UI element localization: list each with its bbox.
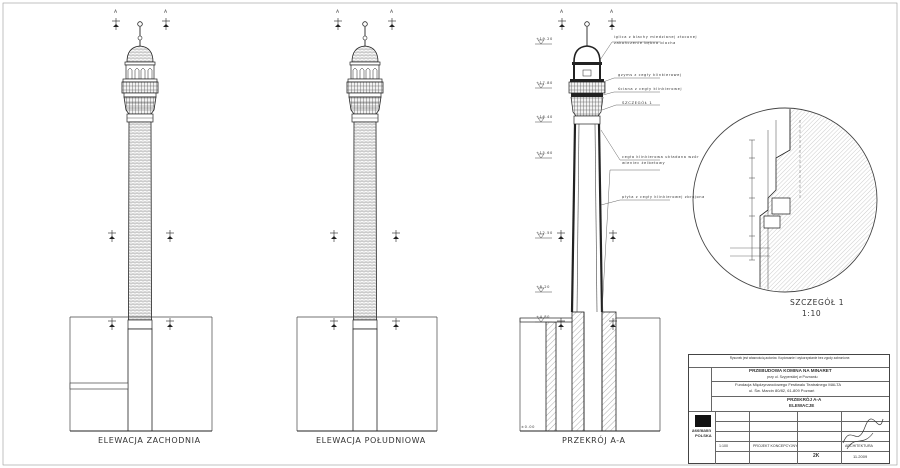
section-mark-letter: A <box>114 10 118 15</box>
design-branch: ARCHITEKTURA <box>845 444 873 448</box>
section-mark-letter: A <box>336 10 340 15</box>
level-marker: +19.20 <box>536 37 553 41</box>
south-elevation <box>296 17 438 432</box>
section-mark-letter: A <box>390 10 394 15</box>
level-marker: +15.60 <box>536 151 553 155</box>
section-mark-letter: A <box>560 10 564 15</box>
investor-name: Fundacja Międzynarodowego Festiwalu Teat… <box>735 382 842 387</box>
drawing-scale: 1:100 <box>719 444 728 448</box>
west-elevation <box>69 17 213 432</box>
level-marker: +16.40 <box>536 115 553 119</box>
west-elevation-label: ELEWACJA ZACHODNIA <box>98 436 201 445</box>
section-note: ściana z cegły klinkierowej <box>618 87 683 91</box>
project-name: PRZEBUDOWA KOMINA NA MINARET <box>749 368 832 373</box>
section-label: PRZEKRÓJ A-A <box>562 436 626 445</box>
section-note: cegła klinkierowa układana wzór <box>622 155 700 159</box>
drawing-title-1: PRZEKRÓJ A-A <box>787 397 822 402</box>
title-block-disclaimer: Rysunek jest własnością autorów. Kopiowa… <box>729 356 851 360</box>
level-marker: +8.20 <box>536 285 551 289</box>
section-a-a <box>519 17 670 432</box>
detail-1-circle <box>692 107 878 293</box>
drawing-number: 2K <box>813 453 820 459</box>
project-location: przy ul. Szyperskiej w Poznaniu <box>767 375 818 379</box>
company-name: assmann <box>692 428 712 433</box>
section-note: zakończenie bębna blacha <box>614 41 676 45</box>
company-country: POLSKA <box>695 433 712 438</box>
section-note: SZCZEGÓŁ 1 <box>622 100 653 105</box>
drawing-title-2: ELEWACJE <box>789 403 815 408</box>
section-note: gzyms z cegły klinkierowej <box>618 73 682 77</box>
detail-title: SZCZEGÓŁ 1 <box>790 298 845 307</box>
level-marker: +12.50 <box>536 231 553 235</box>
design-phase: PROJEKT KONCEPCYJNY <box>753 444 798 448</box>
section-note: płyta z cegły klinkierowej zbrojona <box>622 195 705 199</box>
signature-marks <box>842 418 884 450</box>
level-marker: +17.80 <box>536 81 553 85</box>
detail-scale: 1:10 <box>802 309 822 318</box>
section-mark-letter: A <box>610 10 614 15</box>
drawing-date: 11.2009 <box>853 454 868 459</box>
title-block: Rysunek jest własnością autorów. Kopiowa… <box>688 354 890 464</box>
section-note: iglica z blachy miedzianej złoconej <box>614 35 698 39</box>
level-marker: +4.80 <box>536 315 551 319</box>
investor-address: ul. Św. Marcin 80/82, 61-809 Poznań <box>749 388 815 393</box>
south-elevation-label: ELEWACJA POŁUDNIOWA <box>316 436 426 445</box>
section-note: wieniec żelbetowy <box>622 161 666 165</box>
level-marker: ±0.00 <box>521 425 536 429</box>
company-logo-icon <box>695 415 711 427</box>
section-mark-letter: A <box>164 10 168 15</box>
